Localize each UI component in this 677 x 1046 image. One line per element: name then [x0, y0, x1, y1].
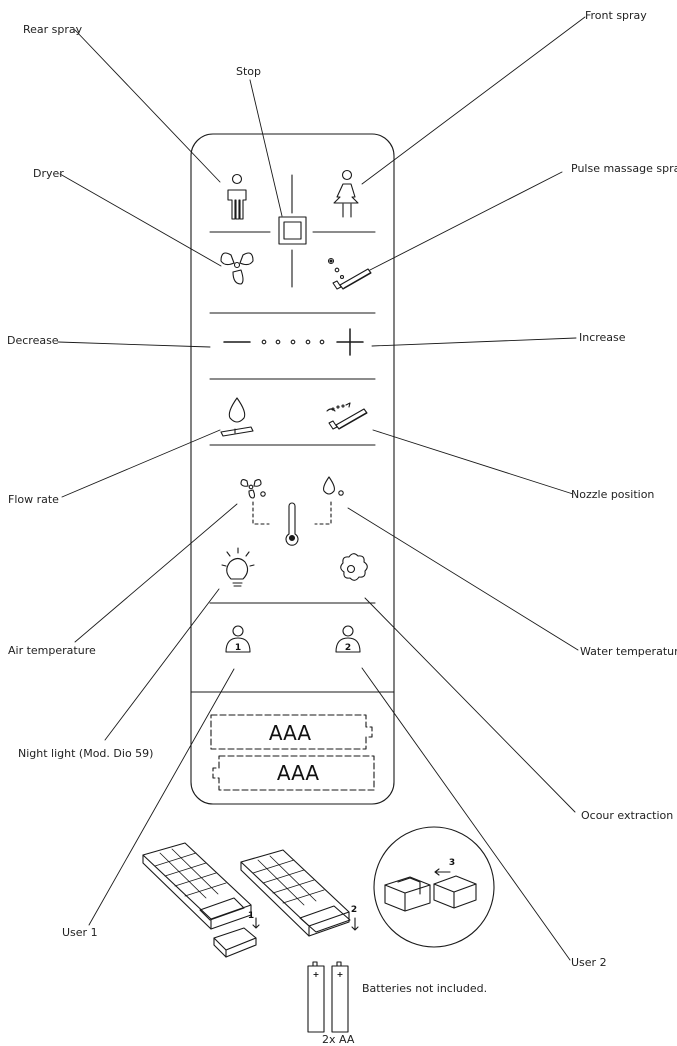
zoom-detail-circle: [373, 826, 495, 948]
label-decrease: Decrease: [7, 334, 59, 347]
label-odour-extraction: Ocour extraction: [581, 809, 674, 822]
battery-plus-2: +: [337, 970, 344, 979]
dryer-icon: [220, 252, 254, 285]
batteries-count: 2x AA: [322, 1033, 355, 1046]
battery-slot-2-label: AAA: [277, 761, 319, 785]
rear-spray-icon: [227, 173, 247, 220]
nozzle-position-icon: [326, 402, 368, 430]
step-2-number: 2: [351, 905, 357, 915]
stop-icon: [278, 216, 307, 245]
label-dryer: Dryer: [33, 167, 64, 180]
stop-crosshair: [209, 174, 376, 288]
remote-illustration-2: [240, 849, 359, 937]
callout-lines: [57, 16, 586, 961]
label-increase: Increase: [579, 331, 626, 344]
level-dots: [261, 339, 325, 345]
remote-body: [190, 133, 395, 805]
odour-extraction-icon: [340, 553, 368, 581]
remote-illustration-1: [142, 842, 260, 958]
label-flow-rate: Flow rate: [8, 493, 59, 506]
aa-batteries-icon: [307, 961, 349, 1033]
user-1-badge: 1: [235, 643, 241, 653]
battery-slots: [210, 714, 375, 791]
battery-slot-1-label: AAA: [269, 721, 311, 745]
air-temperature-icon: [240, 479, 266, 499]
front-spray-icon: [333, 169, 359, 218]
label-air-temperature: Air temperature: [8, 644, 96, 657]
label-user-2: User 2: [571, 956, 607, 969]
night-light-icon: [221, 547, 255, 587]
user-2-icon: [335, 625, 361, 653]
battery-plus-1: +: [313, 970, 320, 979]
label-nozzle-position: Nozzle position: [571, 488, 655, 501]
step-3-number: 3: [449, 858, 455, 868]
label-front-spray: Front spray: [585, 9, 647, 22]
pulse-massage-spray-icon: [327, 257, 372, 290]
label-pulse-massage-spray: Pulse massage spray: [571, 162, 677, 175]
temperature-connectors: [252, 501, 332, 525]
user-2-badge: 2: [345, 643, 351, 653]
batteries-note: Batteries not included.: [362, 982, 488, 995]
label-user-1: User 1: [62, 926, 98, 939]
label-night-light: Night light (Mod. Dio 59): [18, 747, 154, 760]
water-temperature-icon: [323, 476, 344, 496]
label-stop: Stop: [236, 65, 262, 78]
user-1-icon: [225, 625, 251, 653]
increase-icon: [336, 328, 364, 356]
flow-rate-icon: [220, 397, 254, 437]
step-1-number: 1: [248, 911, 254, 921]
label-water-temperature: Water temperature: [580, 645, 677, 658]
thermometer-icon: [285, 502, 299, 546]
label-rear-spray: Rear spray: [23, 23, 83, 36]
